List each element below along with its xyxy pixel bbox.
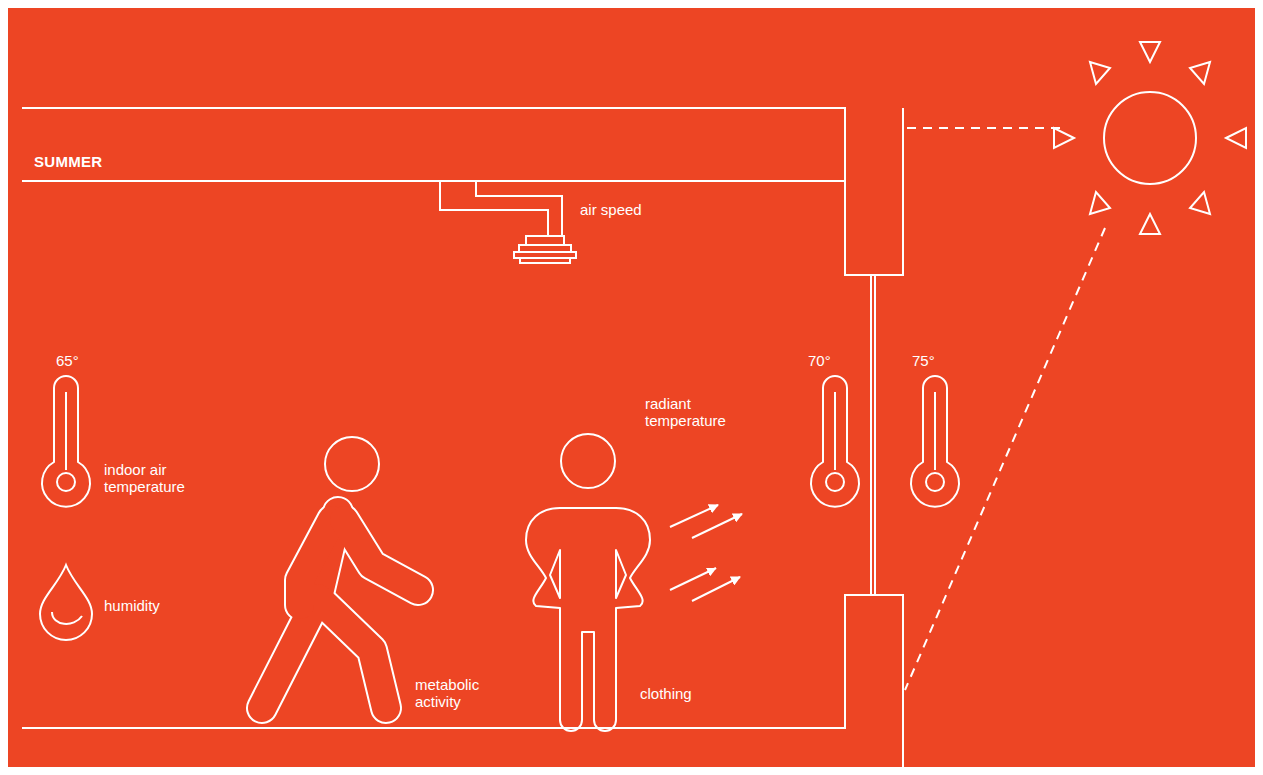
factor-label: indoor air temperature <box>104 461 204 495</box>
walking-person <box>262 437 418 708</box>
lower-wall <box>22 595 903 770</box>
background <box>8 8 1255 767</box>
factor-label: humidity <box>104 597 160 614</box>
factor-label: air speed <box>580 201 642 218</box>
ceiling-line <box>22 180 845 182</box>
ceiling-fan <box>440 181 576 263</box>
factor-label: clothing <box>640 685 692 702</box>
temperature-value: 65° <box>56 352 79 369</box>
standing-person <box>526 434 650 731</box>
sun-ray <box>907 127 1060 129</box>
thermometer <box>811 376 859 507</box>
sun-ray <box>905 228 1105 690</box>
thermometer <box>911 376 959 507</box>
thermometer <box>42 376 90 507</box>
section-title: SUMMER <box>34 153 102 170</box>
roof-line <box>22 108 903 275</box>
humidity-drop <box>40 565 92 640</box>
window-glass <box>871 275 875 595</box>
factor-label: metabolic activity <box>415 676 505 710</box>
factor-label: radiant temperature <box>645 395 745 429</box>
radiant-arrows <box>670 505 742 601</box>
temperature-value: 70° <box>808 352 831 369</box>
sun <box>1054 42 1246 234</box>
temperature-value: 75° <box>912 352 935 369</box>
